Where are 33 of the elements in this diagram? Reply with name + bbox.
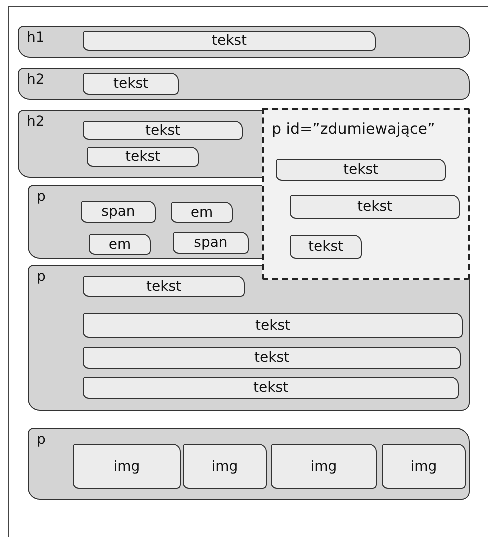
content-box: tekst: [83, 276, 245, 297]
content-box: span: [173, 232, 249, 254]
element-tag-label: p: [37, 189, 46, 205]
dashed-element-box: [262, 108, 470, 280]
content-box: tekst: [83, 73, 179, 95]
element-band: [18, 68, 470, 100]
content-box: tekst: [290, 195, 460, 219]
content-box: span: [81, 201, 156, 223]
content-box: tekst: [83, 313, 463, 338]
element-tag-label: h2: [27, 72, 45, 88]
element-band: [28, 265, 470, 411]
content-box: tekst: [83, 347, 461, 369]
content-box: tekst: [83, 377, 459, 399]
content-box: img: [271, 444, 377, 489]
element-tag-label: h2: [27, 114, 45, 130]
element-band: [28, 185, 262, 259]
element-tag-label: h1: [27, 30, 45, 46]
element-tag-label: p: [37, 432, 46, 448]
content-box: tekst: [83, 121, 243, 140]
element-band: [18, 110, 262, 178]
content-box: tekst: [276, 159, 446, 181]
content-box: em: [171, 202, 233, 223]
element-band: [28, 428, 470, 500]
element-band: [18, 26, 470, 58]
content-box: img: [382, 444, 466, 489]
content-box: em: [89, 234, 151, 255]
content-box: img: [183, 444, 267, 489]
content-box: img: [73, 444, 181, 489]
content-box: tekst: [83, 31, 376, 51]
element-tag-label: p: [37, 269, 46, 285]
content-box: tekst: [290, 235, 362, 259]
content-box: tekst: [87, 147, 199, 167]
element-tag-label: p id=”zdumiewające”: [272, 120, 436, 138]
